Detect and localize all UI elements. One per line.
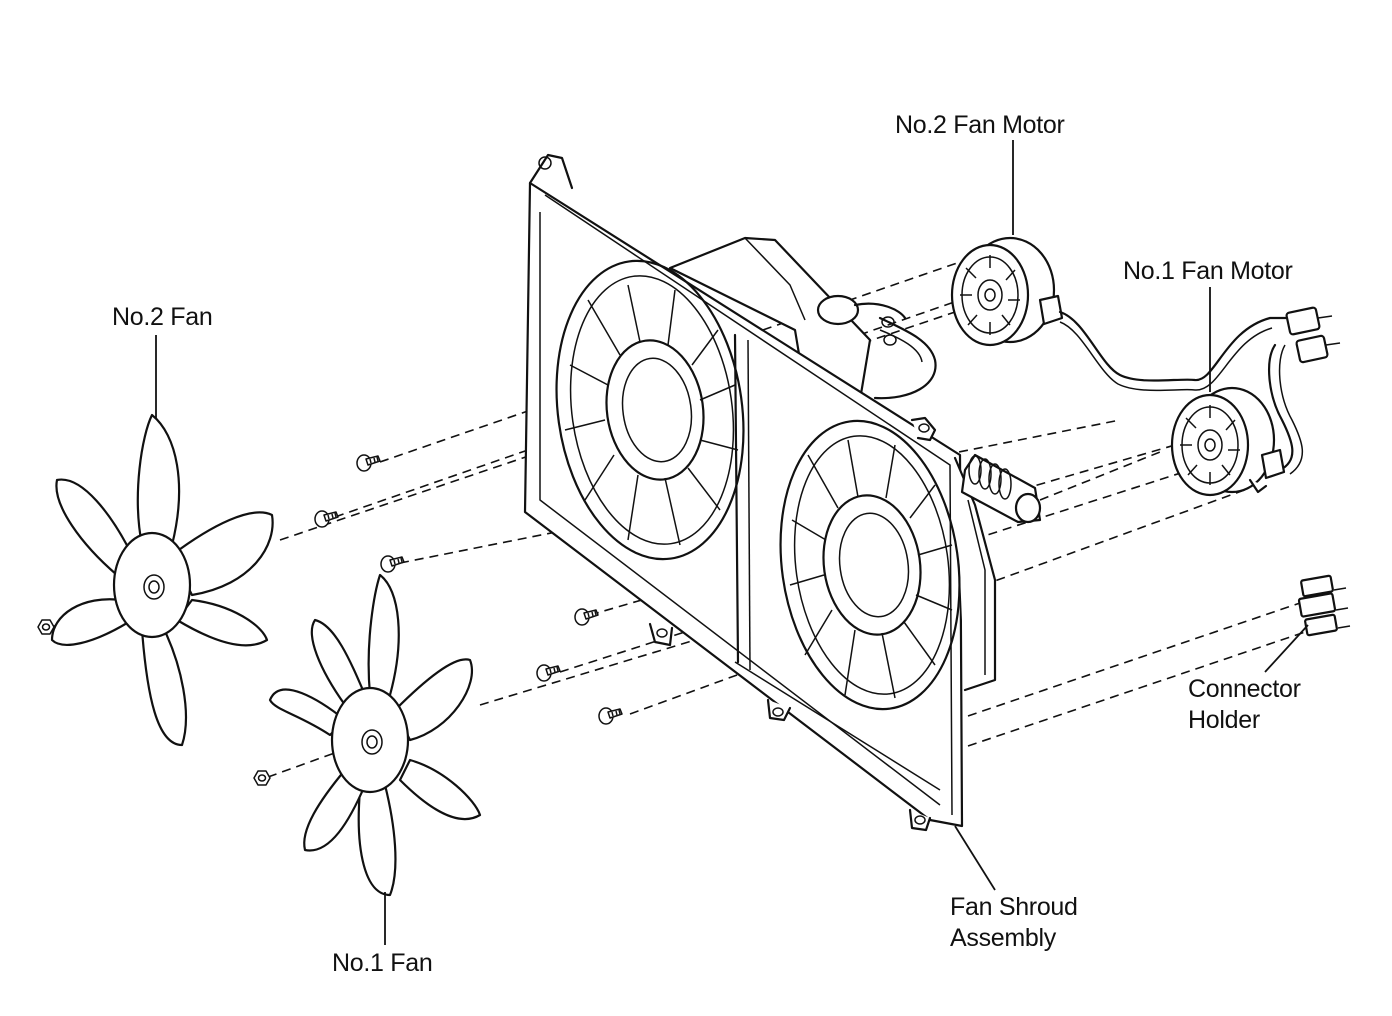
bolt-icon xyxy=(356,454,381,472)
bolt-icon xyxy=(314,510,339,528)
no1-fan-part xyxy=(268,573,482,897)
no2-fan-motor xyxy=(950,236,1064,347)
shroud-opening-no1 xyxy=(779,419,961,711)
no1-fan-motor xyxy=(1170,386,1286,497)
label-no1-fan: No.1 Fan xyxy=(332,949,433,977)
fan-shroud-assembly xyxy=(523,153,997,832)
no2-fan-part xyxy=(50,413,274,747)
label-connector-holder-line2: Holder xyxy=(1188,706,1260,734)
motor-wire-harness xyxy=(1058,306,1341,475)
bolt-icon xyxy=(598,707,623,725)
label-no2-fan-motor: No.2 Fan Motor xyxy=(895,111,1065,139)
nut-icon xyxy=(253,770,271,786)
label-fan-shroud-line2: Assembly xyxy=(950,924,1056,952)
label-connector-holder-line1: Connector xyxy=(1188,675,1301,703)
nut-icon xyxy=(37,619,55,635)
harness-grommet xyxy=(960,453,1042,524)
bolt-icon xyxy=(574,608,599,626)
shroud-opening-no2 xyxy=(555,259,745,561)
label-leader-lines xyxy=(155,140,1309,945)
bolt-icon xyxy=(380,555,405,573)
label-no2-fan: No.2 Fan xyxy=(112,303,213,331)
bolt-icon xyxy=(536,664,561,682)
label-no1-fan-motor: No.1 Fan Motor xyxy=(1123,257,1293,285)
label-fan-shroud-line1: Fan Shroud xyxy=(950,893,1078,921)
